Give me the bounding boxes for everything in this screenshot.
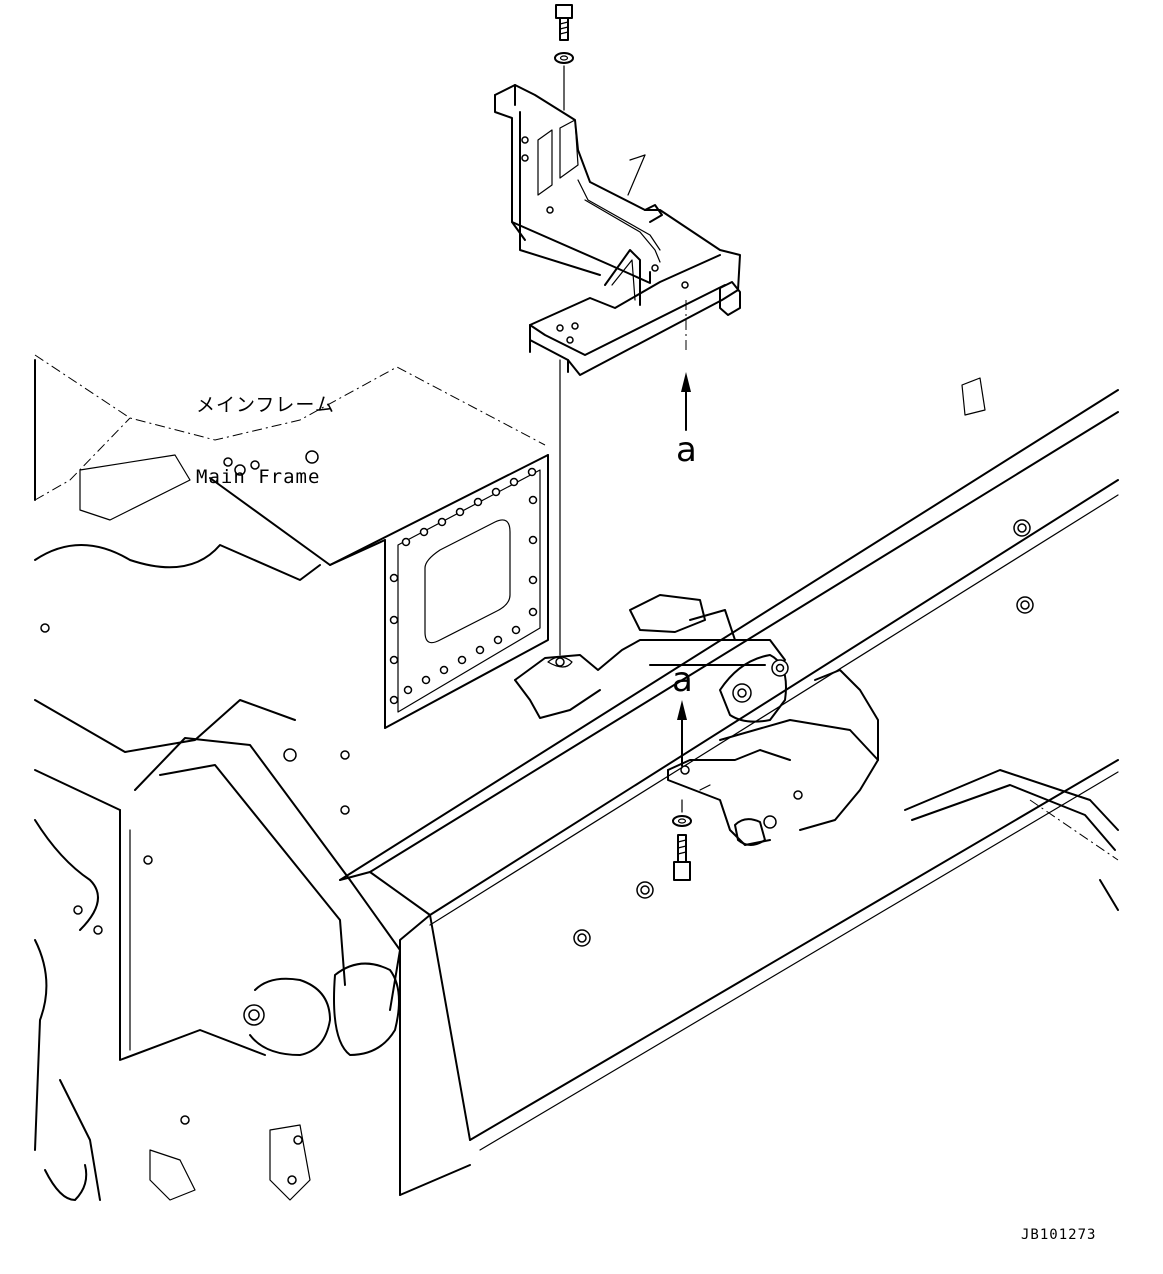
- frame-plate-holes: [223, 450, 538, 705]
- upper-bolt-icon: [555, 4, 573, 41]
- callout-a-lower: a: [672, 660, 693, 700]
- arrow-up-icon: [677, 700, 687, 767]
- right-side-component: [904, 769, 1119, 911]
- main-frame-body: [34, 354, 549, 753]
- main-frame-label: メインフレーム Main Frame: [196, 345, 335, 537]
- drawing-id: JB101273: [1021, 1227, 1097, 1243]
- callout-a-upper: a: [676, 430, 697, 470]
- side-rail: [339, 377, 1119, 1196]
- lower-washer-icon: [672, 815, 692, 827]
- upper-washer-icon: [554, 52, 574, 64]
- main-frame-label-en: Main Frame: [196, 466, 321, 488]
- cross-tube-assembly: [514, 594, 879, 846]
- assembly-center-lines: [559, 65, 687, 813]
- arrow-up-icon: [681, 372, 691, 431]
- lower-bolt-icon: [673, 834, 691, 881]
- main-frame-label-jp: メインフレーム: [196, 394, 335, 416]
- mounting-bracket-icon: [494, 84, 741, 376]
- lower-frame-structure: [34, 623, 401, 1201]
